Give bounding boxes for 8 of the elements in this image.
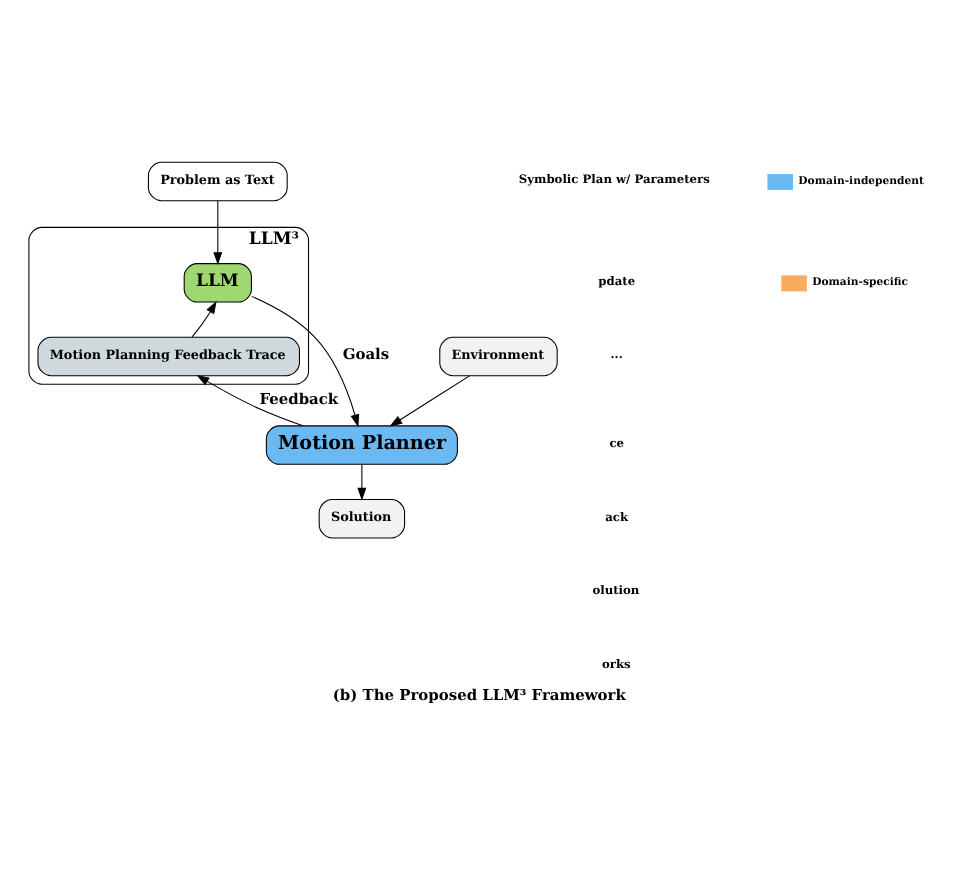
arrow (357, 464, 367, 501)
arrow (213, 200, 223, 265)
node-box: Motion Planner (265, 425, 458, 465)
node-box: LLM (183, 263, 252, 303)
arrow (389, 375, 471, 427)
arrow (251, 295, 360, 428)
arrow (191, 300, 217, 338)
arrow (196, 375, 304, 427)
